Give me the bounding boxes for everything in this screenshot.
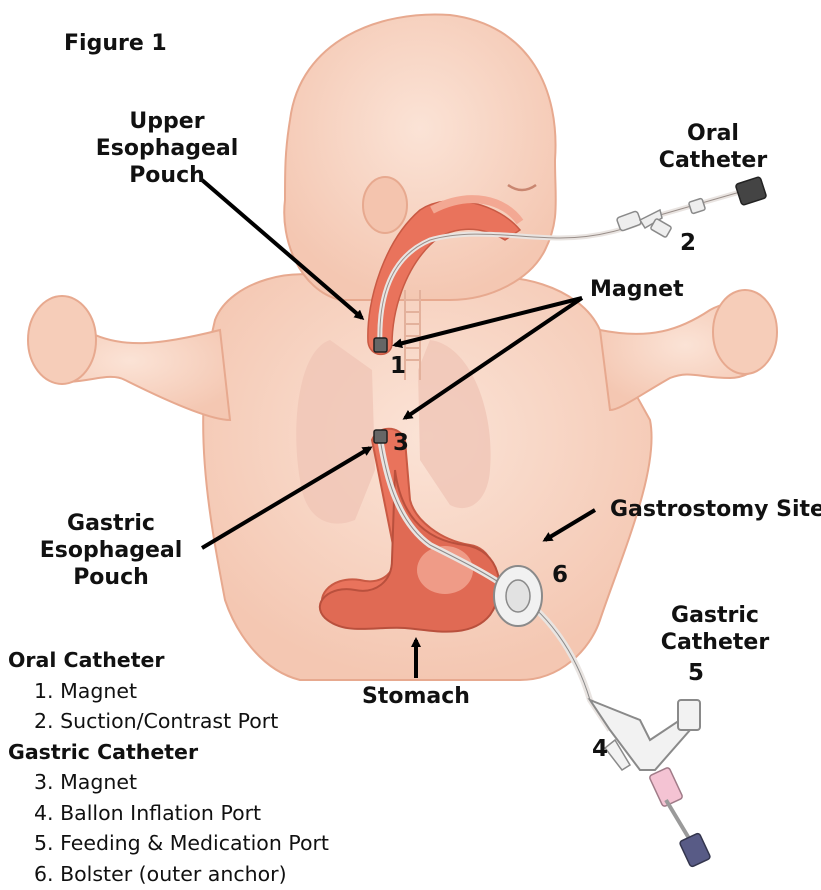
legend-item: 2. Suction/Contrast Port [8,706,329,737]
magnet-1 [374,338,387,352]
number-4: 4 [592,736,608,762]
label-upper-esophageal-pouch: Upper Esophageal Pouch [72,108,262,189]
label-gastrostomy-site: Gastrostomy Site [610,496,821,523]
left-fist [28,296,96,384]
label-stomach: Stomach [362,683,470,710]
oral-catheter-end-cap [735,177,767,206]
ear [363,177,407,233]
legend: Oral Catheter 1. Magnet 2. Suction/Contr… [8,645,329,889]
magnet-3 [374,430,387,443]
figure-title: Figure 1 [64,30,167,57]
feeding-port-cap [678,700,700,730]
label-magnet: Magnet [590,276,684,303]
legend-item: 3. Magnet [8,767,329,798]
label-oral-catheter: Oral Catheter [638,120,788,174]
number-6: 6 [552,562,568,588]
legend-item: 1. Magnet [8,676,329,707]
gastric-catheter-end-cap [679,833,711,868]
legend-heading-oral-catheter: Oral Catheter [8,645,329,676]
right-fist [713,290,777,374]
left-lung [296,340,375,524]
legend-item: 4. Ballon Inflation Port [8,798,329,829]
number-1: 1 [390,353,406,379]
legend-item: 5. Feeding & Medication Port [8,828,329,859]
number-5: 5 [688,660,704,686]
number-2: 2 [680,230,696,256]
label-gastric-esophageal-pouch: Gastric Esophageal Pouch [36,510,186,591]
legend-item: 6. Bolster (outer anchor) [8,859,329,890]
number-3: 3 [393,430,409,456]
label-gastric-catheter: Gastric Catheter [640,602,790,656]
legend-heading-gastric-catheter: Gastric Catheter [8,737,329,768]
